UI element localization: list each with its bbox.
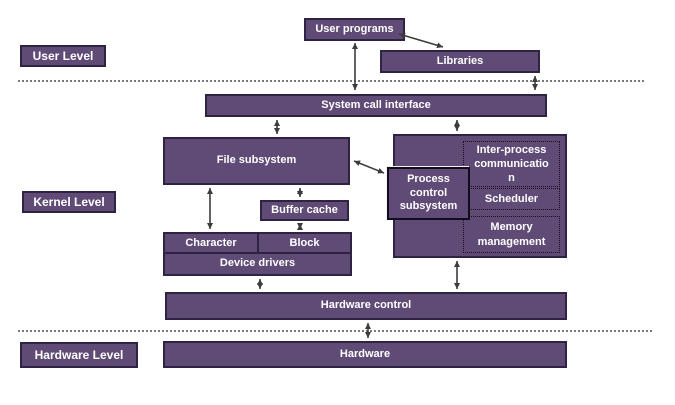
hardware-control-box: Hardware control xyxy=(165,292,567,320)
file-subsystem-box: File subsystem xyxy=(163,137,350,185)
ipc-line-2: communicatio xyxy=(474,157,549,170)
ipc-line-3: n xyxy=(508,172,515,185)
pcs-line-1: Process xyxy=(407,172,450,185)
user-level-label: User Level xyxy=(20,45,106,67)
buffer-cache-box: Buffer cache xyxy=(260,200,349,221)
ipc-line-1: Inter-process xyxy=(476,143,547,156)
libraries-box: Libraries xyxy=(380,50,540,73)
hardware-level-label: Hardware Level xyxy=(20,342,138,368)
memory-line-1: Memory xyxy=(490,221,533,234)
user-level-text: User Level xyxy=(32,48,94,63)
hardware-level-text: Hardware Level xyxy=(34,347,124,362)
system-call-interface-text: System call interface xyxy=(321,98,431,111)
system-call-interface-box: System call interface xyxy=(205,94,547,117)
hardware-control-text: Hardware control xyxy=(320,299,412,312)
user-kernel-separator xyxy=(18,80,644,82)
block-box: Block xyxy=(259,232,352,254)
memory-line-2: management xyxy=(477,235,546,248)
pcs-line-2: control xyxy=(409,186,448,199)
scheduler-box: Scheduler xyxy=(463,188,560,210)
device-driver-types-row: Character Block xyxy=(163,232,352,254)
memory-management-box: Memory management xyxy=(463,216,560,253)
kernel-level-text: Kernel Level xyxy=(33,194,105,209)
character-box: Character xyxy=(163,232,259,254)
arrow-userprograms-libraries xyxy=(398,32,444,49)
file-subsystem-text: File subsystem xyxy=(216,154,297,167)
character-text: Character xyxy=(185,237,237,249)
device-drivers-text: Device drivers xyxy=(219,257,296,270)
pcs-line-3: subsystem xyxy=(399,200,458,213)
block-text: Block xyxy=(289,237,320,249)
hardware-text: Hardware xyxy=(339,347,391,360)
process-control-subsystem-box: Process control subsystem xyxy=(387,167,470,220)
kernel-level-label: Kernel Level xyxy=(22,191,116,213)
user-programs-text: User programs xyxy=(315,22,394,35)
device-drivers-box: Device drivers xyxy=(163,252,352,276)
scheduler-text: Scheduler xyxy=(484,192,539,205)
libraries-text: Libraries xyxy=(436,54,484,67)
arrow-filesubsystem-processcontrol xyxy=(353,160,385,174)
buffer-cache-text: Buffer cache xyxy=(271,203,338,216)
inter-process-communication-box: Inter-process communicatio n xyxy=(463,141,560,187)
user-programs-box: User programs xyxy=(304,18,405,41)
kernel-hardware-separator xyxy=(18,330,652,332)
hardware-box: Hardware xyxy=(163,341,567,368)
